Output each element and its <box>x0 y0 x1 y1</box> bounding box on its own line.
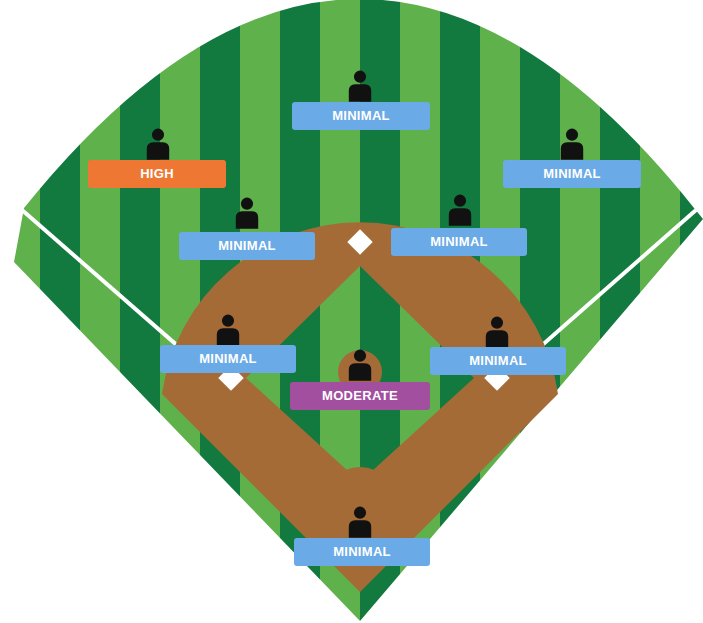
risk-level-text: HIGH <box>140 166 174 182</box>
risk-level-text: MINIMAL <box>199 351 257 367</box>
risk-label-box: MINIMAL <box>160 345 296 373</box>
risk-level-text: MODERATE <box>322 388 398 404</box>
player-figure <box>236 198 258 229</box>
second-base <box>347 229 372 254</box>
risk-level-text: MINIMAL <box>333 544 391 560</box>
player-figure <box>349 71 371 102</box>
risk-level-text: MINIMAL <box>543 166 601 182</box>
risk-label-box: MODERATE <box>290 382 430 410</box>
infield-dirt <box>162 222 558 592</box>
risk-label-box: MINIMAL <box>179 232 315 260</box>
risk-level-text: MINIMAL <box>332 108 390 124</box>
risk-label-box: MINIMAL <box>430 347 566 375</box>
risk-level-text: MINIMAL <box>218 238 276 254</box>
risk-level-text: MINIMAL <box>469 353 527 369</box>
player-figure <box>449 195 471 226</box>
home-circle <box>322 467 398 543</box>
outfield-grass <box>14 0 703 621</box>
player-figure <box>147 129 169 160</box>
risk-level-text: MINIMAL <box>430 234 488 250</box>
risk-label-box: HIGH <box>88 160 226 188</box>
risk-label-box: MINIMAL <box>294 538 430 566</box>
risk-label-box: MINIMAL <box>292 102 430 130</box>
player-figure <box>217 315 239 346</box>
player-figure <box>349 507 371 538</box>
player-figure <box>486 317 508 348</box>
risk-label-box: MINIMAL <box>391 228 527 256</box>
player-figure <box>349 350 371 381</box>
risk-label-box: MINIMAL <box>503 160 641 188</box>
player-figure <box>561 129 583 160</box>
